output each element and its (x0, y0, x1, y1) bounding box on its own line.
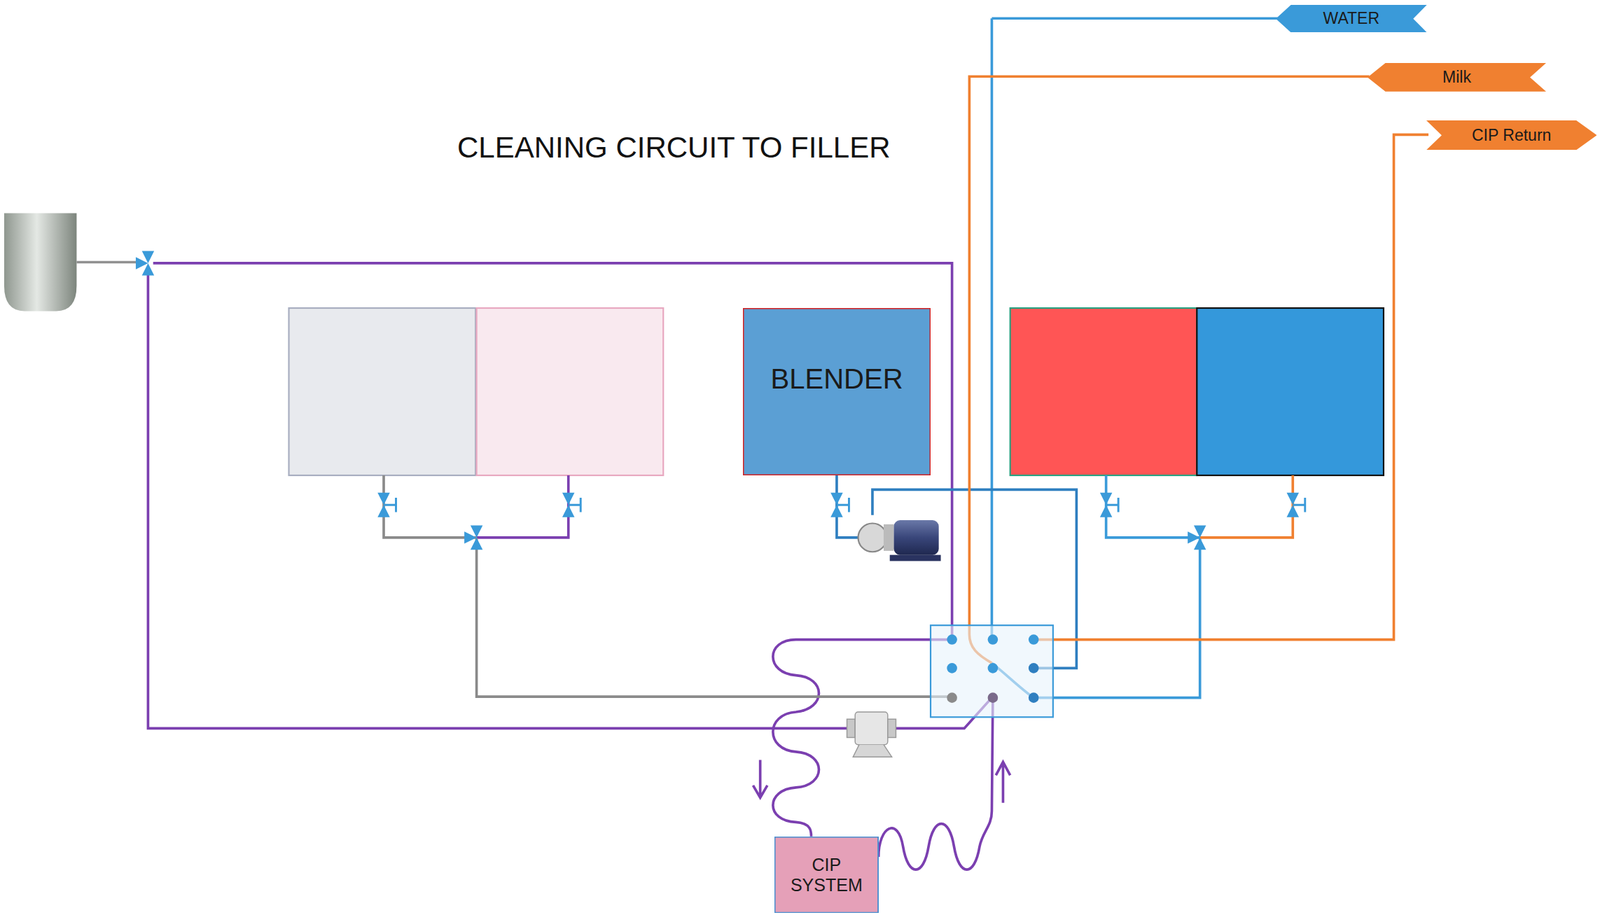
pipe-drawing (4, 213, 77, 312)
pipe-drawing (852, 745, 892, 757)
node-fill (742, 308, 931, 476)
node-label: Milk (1442, 67, 1472, 87)
pipe-drawing (1033, 475, 1201, 699)
pipe-drawing (464, 525, 483, 550)
pipe-drawing (289, 308, 477, 476)
pipes (147, 18, 1429, 870)
pipe-drawing (858, 523, 888, 552)
pipe-drawing (969, 76, 1369, 664)
pipe-drawing (878, 698, 993, 871)
pipe-tag: WATER (1275, 4, 1428, 33)
pipe-drawing (988, 692, 999, 704)
pipe-drawing (883, 524, 895, 552)
valves (135, 250, 1306, 550)
node-label: BLENDER (770, 362, 904, 395)
pipe-drawing (1187, 525, 1206, 550)
pipe-drawing (1287, 492, 1306, 518)
pipe-drawing (1200, 475, 1294, 538)
pipe-drawing (946, 663, 958, 674)
pipe-drawing (889, 555, 942, 562)
pipe-drawing (995, 761, 1010, 803)
diagram-title: CLEANING CIRCUIT TO FILLER (457, 130, 890, 165)
pipe-drawing (930, 625, 1054, 718)
process-box: BLENDER (742, 308, 931, 476)
pipe-drawing (1028, 663, 1040, 674)
storage-tank (4, 213, 143, 312)
pipe-drawing (988, 634, 999, 645)
pipe-drawing (773, 640, 953, 837)
valve-matrix-panel (930, 625, 1054, 718)
pipe-drawing (1028, 692, 1040, 704)
node-fill (774, 836, 879, 914)
pipe-drawing (377, 492, 396, 518)
node-label: CIP Return (1471, 126, 1551, 145)
pipe-drawing (991, 18, 1278, 640)
pipe-drawing (854, 712, 888, 746)
pipe-drawing (894, 520, 939, 556)
pipe-drawing (1028, 634, 1040, 645)
flow-arrows (752, 760, 1010, 804)
process-box: CIP SYSTEM (774, 836, 879, 914)
inline-pump (847, 712, 897, 757)
node-fill (1426, 120, 1597, 150)
pipe-drawing (476, 308, 664, 476)
pipe-tag: CIP Return (1426, 120, 1597, 150)
pipe-drawing (752, 760, 767, 799)
pipe-drawing (988, 663, 999, 674)
pipe-drawing (147, 273, 992, 729)
pipe-drawing (76, 261, 143, 264)
node-label: WATER (1323, 9, 1381, 28)
pipe-drawing (946, 634, 958, 645)
tank-boxes (289, 308, 1384, 476)
node-label: CIP SYSTEM (780, 854, 874, 896)
pipe-drawing (153, 263, 953, 640)
pipe-drawing (562, 492, 581, 518)
pipe-tag: Milk (1367, 63, 1547, 92)
pipe-drawing (946, 692, 958, 704)
pipe-drawing (476, 475, 569, 538)
pipe-drawing (1100, 492, 1119, 518)
centrifugal-pump (858, 520, 942, 561)
pipe-drawing (887, 719, 897, 738)
node-fill (1275, 4, 1428, 33)
node-fill (1367, 63, 1547, 92)
pipe-drawing (830, 492, 849, 518)
pipe-drawing (847, 719, 856, 738)
pipe-drawing (1196, 308, 1384, 476)
pipe-drawing (383, 475, 953, 697)
pipe-drawing (1010, 308, 1198, 476)
pipe-drawing (135, 250, 155, 276)
pipe-drawing (1033, 134, 1429, 640)
